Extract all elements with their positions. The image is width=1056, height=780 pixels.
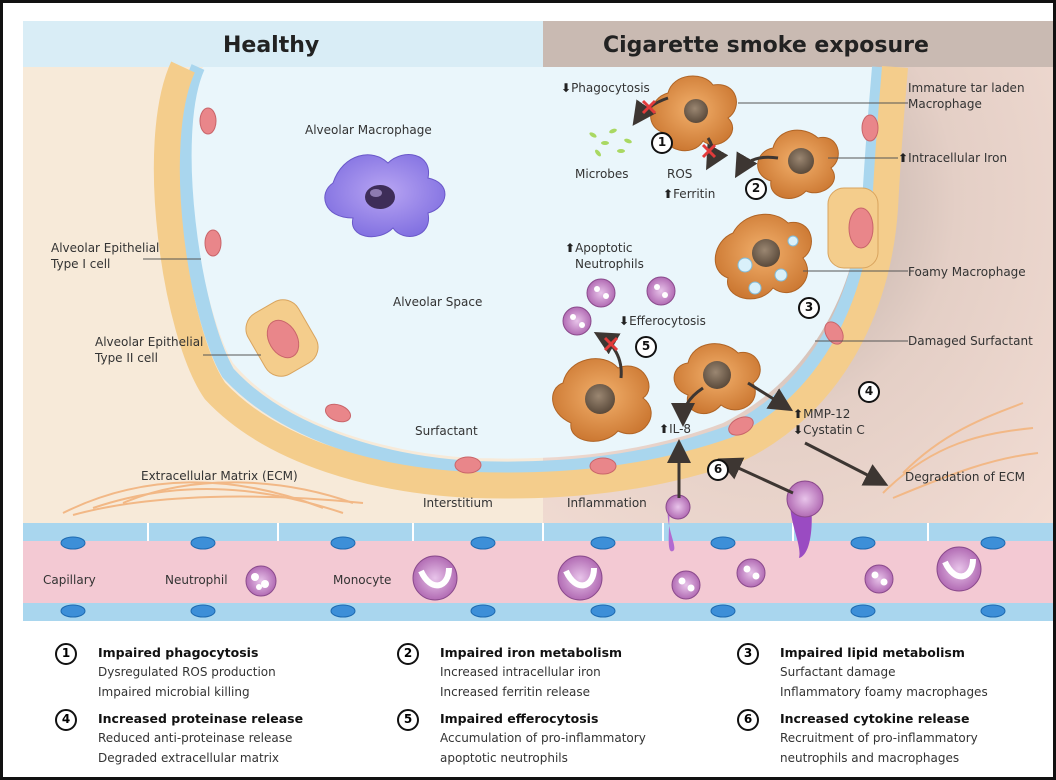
legend-line: apoptotic neutrophils: [440, 751, 568, 765]
marker-2: 2: [745, 178, 767, 200]
monocyte-capillary: [413, 556, 457, 600]
legend-title: Impaired lipid metabolism: [780, 645, 965, 660]
legend-number: 4: [55, 709, 77, 731]
label-il8: ⬆IL-8: [659, 422, 691, 437]
label-mmp12: ⬆MMP-12: [793, 407, 850, 422]
legend-title: Increased cytokine release: [780, 711, 969, 726]
label-efferocytosis: ⬇Efferocytosis: [619, 314, 706, 329]
up-arrow-icon: ⬆: [663, 187, 673, 201]
label-intracellular-iron: ⬆Intracellular Iron: [898, 151, 1007, 166]
marker-5: 5: [635, 336, 657, 358]
legend-line: Impaired microbial killing: [98, 685, 250, 699]
up-arrow-icon: ⬆: [898, 151, 908, 165]
diagram-artwork: [3, 3, 1056, 780]
legend-title: Increased proteinase release: [98, 711, 303, 726]
down-arrow-icon: ⬇: [619, 314, 629, 328]
marker-1: 1: [651, 132, 673, 154]
label-degradation: Degradation of ECM: [905, 470, 1025, 485]
up-arrow-icon: ⬆: [565, 241, 575, 255]
type2-cell-smoke: [828, 188, 878, 268]
label-cystatin: ⬇Cystatin C: [793, 423, 865, 438]
legend-title: Impaired iron metabolism: [440, 645, 622, 660]
smoke-header: Cigarette smoke exposure: [603, 33, 929, 58]
label-type2-line2: Type II cell: [95, 351, 158, 366]
label-damaged-surfactant: Damaged Surfactant: [908, 334, 1033, 349]
legend-line: Inflammatory foamy macrophages: [780, 685, 988, 699]
label-type1-line1: Alveolar Epithelial: [51, 241, 159, 256]
legend-title: Impaired phagocytosis: [98, 645, 258, 660]
legend-number: 1: [55, 643, 77, 665]
label-apoptotic-line2: Neutrophils: [575, 257, 644, 272]
legend-line: Increased ferritin release: [440, 685, 590, 699]
legend-line: neutrophils and macrophages: [780, 751, 959, 765]
legend-line: Surfactant damage: [780, 665, 896, 679]
legend-line: Dysregulated ROS production: [98, 665, 276, 679]
marker-6: 6: [707, 459, 729, 481]
endothelium-bottom: [23, 603, 1053, 621]
label-capillary: Capillary: [43, 573, 96, 588]
legend-number: 2: [397, 643, 419, 665]
legend-line: Degraded extracellular matrix: [98, 751, 279, 765]
endothelium-top: [23, 523, 1053, 541]
legend-line: Accumulation of pro-inflammatory: [440, 731, 646, 745]
label-surfactant: Surfactant: [415, 424, 478, 439]
down-arrow-icon: ⬇: [561, 81, 571, 95]
label-immature-line2: Macrophage: [908, 97, 982, 112]
up-arrow-icon: ⬆: [793, 407, 803, 421]
label-immature-line1: Immature tar laden: [908, 81, 1025, 96]
label-phagocytosis: ⬇Phagocytosis: [561, 81, 650, 96]
label-interstitium: Interstitium: [423, 496, 493, 511]
up-arrow-icon: ⬆: [659, 422, 669, 436]
label-type1-line2: Type I cell: [51, 257, 110, 272]
label-type2-line1: Alveolar Epithelial: [95, 335, 203, 350]
label-inflammation: Inflammation: [567, 496, 647, 511]
label-alveolar-macrophage: Alveolar Macrophage: [305, 123, 432, 138]
neutrophil-capillary: [246, 566, 276, 596]
legend-line: Increased intracellular iron: [440, 665, 601, 679]
label-neutrophil: Neutrophil: [165, 573, 228, 588]
label-ros: ROS: [667, 167, 692, 182]
label-ecm: Extracellular Matrix (ECM): [141, 469, 298, 484]
label-monocyte: Monocyte: [333, 573, 391, 588]
legend-line: Recruitment of pro-inflammatory: [780, 731, 978, 745]
marker-3: 3: [798, 297, 820, 319]
down-arrow-icon: ⬇: [793, 423, 803, 437]
marker-4: 4: [858, 381, 880, 403]
legend-number: 5: [397, 709, 419, 731]
healthy-header: Healthy: [223, 33, 319, 58]
legend-number: 6: [737, 709, 759, 731]
legend-title: Impaired efferocytosis: [440, 711, 598, 726]
label-alveolar-space: Alveolar Space: [393, 295, 482, 310]
label-foamy: Foamy Macrophage: [908, 265, 1026, 280]
label-microbes: Microbes: [575, 167, 629, 182]
legend-line: Reduced anti-proteinase release: [98, 731, 292, 745]
legend-number: 3: [737, 643, 759, 665]
label-apoptotic-line1: ⬆Apoptotic: [565, 241, 633, 256]
label-ferritin: ⬆Ferritin: [663, 187, 715, 202]
